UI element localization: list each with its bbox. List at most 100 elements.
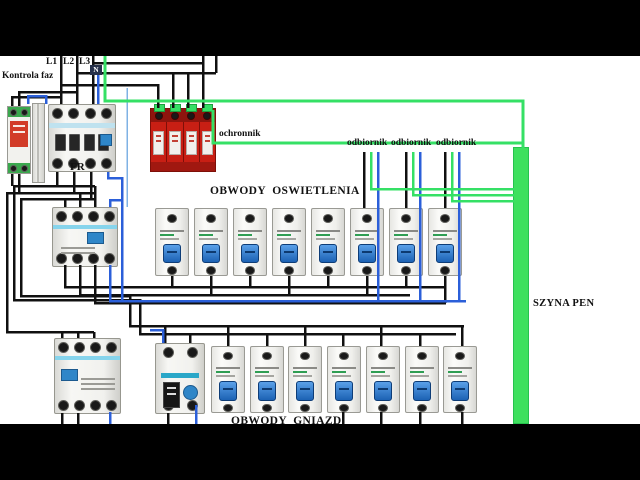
breaker-screw-top xyxy=(401,214,411,223)
pen-bus-bar xyxy=(513,147,529,424)
breaker-label xyxy=(393,228,419,242)
rcd-toggle xyxy=(61,369,78,381)
breaker-screw-bottom xyxy=(417,403,427,412)
label-neutral: N xyxy=(90,65,102,75)
mcb-lighting-7 xyxy=(389,208,423,276)
label-load-1: odbiornik xyxy=(347,138,388,148)
breaker-screw-bottom xyxy=(245,266,255,275)
breaker-label xyxy=(198,228,224,242)
breaker-screw-top xyxy=(223,352,233,361)
rcd-toggle xyxy=(87,232,104,244)
breaker-screw-top xyxy=(284,214,294,223)
breaker-screw-bottom xyxy=(300,403,310,412)
rcd-2pole xyxy=(155,343,205,414)
fr-stripe xyxy=(49,123,115,128)
breaker-label xyxy=(215,365,241,379)
rcd2-switch xyxy=(163,382,180,408)
screw-icon xyxy=(21,164,28,172)
din-rail-module xyxy=(32,103,45,183)
rcd2-label-strip xyxy=(161,373,199,378)
fr-terminals-top xyxy=(49,105,115,121)
fr-blue-button xyxy=(100,134,112,146)
screw-icon xyxy=(10,164,17,172)
mcb-lighting-2 xyxy=(194,208,228,276)
main-breaker-fr xyxy=(48,104,116,172)
breaker-screw-top xyxy=(300,352,310,361)
rcd-4pole-sockets xyxy=(54,338,121,414)
breaker-screw-bottom xyxy=(339,403,349,412)
mcb-lighting-1 xyxy=(155,208,189,276)
breaker-label xyxy=(237,228,263,242)
label-phase-l2: L2 xyxy=(63,57,75,67)
breaker-lever xyxy=(296,381,314,401)
breaker-lever xyxy=(374,381,392,401)
breaker-label xyxy=(254,365,280,379)
screw-icon xyxy=(10,108,17,116)
breaker-screw-bottom xyxy=(284,266,294,275)
breaker-lever xyxy=(241,243,259,264)
breaker-lever xyxy=(258,381,276,401)
breaker-screw-top xyxy=(167,214,177,223)
label-pen-bus: SZYNA PEN xyxy=(533,298,595,309)
breaker-label xyxy=(370,365,396,379)
breaker-screw-top xyxy=(323,214,333,223)
breaker-label xyxy=(447,365,473,379)
breaker-screw-bottom xyxy=(323,266,333,275)
breaker-screw-top xyxy=(206,214,216,223)
mcb-socket-6 xyxy=(405,346,439,413)
breaker-screw-top xyxy=(378,352,388,361)
heading-socket-circuits: OBWODY GNIAZD xyxy=(231,415,342,427)
breaker-screw-top xyxy=(245,214,255,223)
label-phase-control: Kontrola faz xyxy=(2,71,54,81)
surge-modules xyxy=(151,122,215,162)
breaker-lever xyxy=(397,243,415,264)
breaker-label xyxy=(159,228,185,242)
breaker-lever xyxy=(319,243,337,264)
breaker-screw-bottom xyxy=(401,266,411,275)
breaker-screw-top xyxy=(362,214,372,223)
surge-top-strip xyxy=(151,109,215,122)
letterbox-top xyxy=(0,0,640,56)
mcb-lighting-8 xyxy=(428,208,462,276)
mcb-lighting-3 xyxy=(233,208,267,276)
label-load-3: odbiornik xyxy=(436,138,477,148)
relay-indicator-panel xyxy=(10,121,28,147)
breaker-label xyxy=(432,228,458,242)
mcb-socket-7 xyxy=(443,346,477,413)
relay-terminal-bottom xyxy=(8,163,30,173)
breaker-lever xyxy=(219,381,237,401)
breaker-lever xyxy=(451,381,469,401)
letterbox-bottom xyxy=(0,424,640,480)
mcb-socket-4 xyxy=(327,346,361,413)
screw-icon xyxy=(21,108,28,116)
breaker-screw-top xyxy=(339,352,349,361)
breaker-label xyxy=(315,228,341,242)
mcb-socket-2 xyxy=(250,346,284,413)
heading-lighting-circuits: OBWODY OSWIETLENIA xyxy=(210,185,360,197)
breaker-screw-bottom xyxy=(362,266,372,275)
breaker-screw-bottom xyxy=(262,403,272,412)
fr-switches xyxy=(49,130,115,155)
breaker-screw-top xyxy=(440,214,450,223)
breaker-label xyxy=(409,365,435,379)
breaker-label xyxy=(354,228,380,242)
breaker-screw-bottom xyxy=(223,403,233,412)
rcd-4pole-lighting xyxy=(52,207,118,267)
rcd2-test-button xyxy=(183,385,198,400)
breaker-screw-bottom xyxy=(378,403,388,412)
breaker-screw-bottom xyxy=(167,266,177,275)
label-phase-l1: L1 xyxy=(46,57,58,67)
breaker-label xyxy=(331,365,357,379)
breaker-label xyxy=(276,228,302,242)
breaker-lever xyxy=(436,243,454,264)
breaker-lever xyxy=(202,243,220,264)
mcb-socket-3 xyxy=(288,346,322,413)
breaker-screw-top xyxy=(455,352,465,361)
breaker-label xyxy=(292,365,318,379)
label-surge-protector: ochronnik xyxy=(219,129,261,139)
mcb-socket-5 xyxy=(366,346,400,413)
breaker-lever xyxy=(335,381,353,401)
breaker-screw-bottom xyxy=(455,403,465,412)
